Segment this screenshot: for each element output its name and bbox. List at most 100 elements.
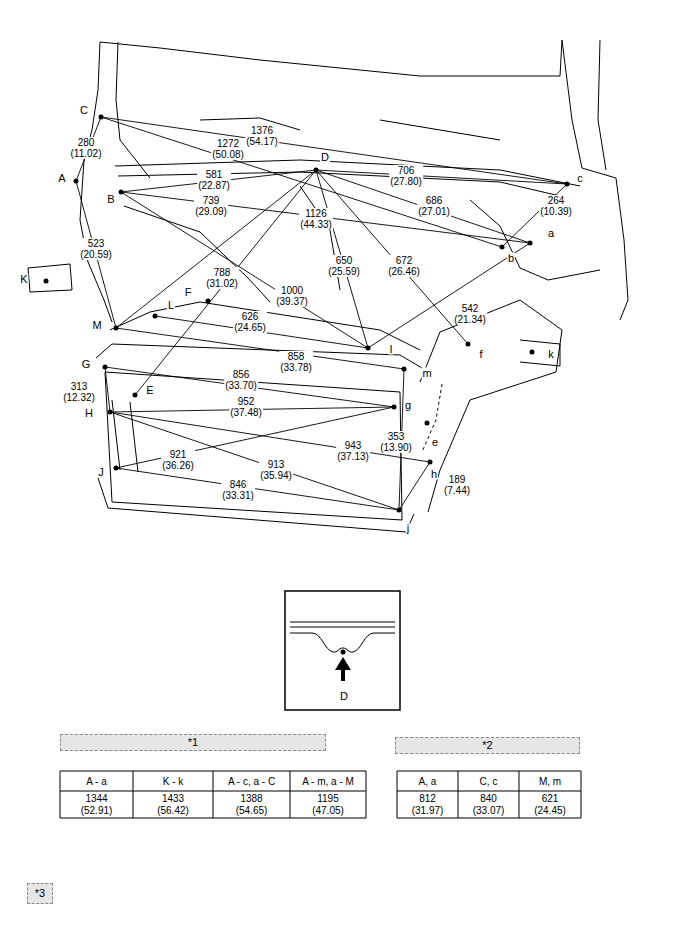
point-letter: j bbox=[406, 523, 410, 534]
arrow-head bbox=[335, 657, 351, 670]
measure-point bbox=[402, 367, 407, 372]
table-cell: 1433 (56.42) bbox=[157, 793, 189, 816]
point-letter: D bbox=[339, 691, 349, 702]
point-letter: J bbox=[97, 467, 105, 478]
table-rule bbox=[60, 771, 61, 818]
dimension-value: 280 (11.02) bbox=[70, 137, 103, 159]
dimension-line bbox=[316, 170, 468, 344]
table-rule bbox=[213, 771, 214, 818]
body-edge bbox=[100, 40, 562, 76]
table-cell: 840 (33.07) bbox=[473, 793, 505, 816]
table-cell: 1388 (54.65) bbox=[236, 793, 268, 816]
dimension-line bbox=[101, 117, 567, 184]
dimension-value: 626 (24.65) bbox=[233, 311, 267, 333]
body-edge bbox=[112, 400, 120, 470]
body-edge bbox=[562, 40, 628, 320]
measure-point bbox=[314, 168, 319, 173]
dimension-line bbox=[121, 192, 368, 348]
dimension-value: 542 (21.34) bbox=[453, 303, 487, 325]
dimension-value: 846 (33.31) bbox=[221, 479, 255, 501]
body-edge bbox=[470, 200, 600, 280]
measure-point bbox=[74, 179, 79, 184]
point-letter: c bbox=[576, 173, 584, 184]
measure-point bbox=[528, 241, 533, 246]
dimension-value: 788 (31.02) bbox=[205, 267, 239, 289]
measure-point bbox=[565, 182, 570, 187]
table-rule bbox=[397, 771, 398, 818]
point-letter: m bbox=[421, 368, 432, 379]
body-edge bbox=[116, 42, 150, 178]
point-letter: C bbox=[79, 105, 89, 116]
dimension-value: 1272 (50.08) bbox=[211, 138, 245, 160]
note-band: *3 bbox=[27, 883, 53, 904]
dimension-line bbox=[116, 468, 399, 510]
body-edge bbox=[118, 172, 560, 196]
table-rule bbox=[581, 771, 582, 818]
body-edge bbox=[598, 40, 606, 170]
measure-point bbox=[108, 410, 113, 415]
measure-point bbox=[341, 650, 346, 655]
detail-inset bbox=[285, 591, 400, 710]
note-mark: *3 bbox=[35, 888, 45, 899]
table-cell: 812 (31.97) bbox=[412, 793, 444, 816]
table-header: M, m bbox=[539, 776, 561, 787]
dimension-line bbox=[110, 412, 399, 510]
measure-point bbox=[366, 346, 371, 351]
table-rule bbox=[397, 818, 581, 819]
dimension-line bbox=[316, 170, 567, 184]
dimension-value: 952 (37.48) bbox=[229, 396, 263, 418]
panel-notch bbox=[290, 633, 395, 652]
note-band: *2 bbox=[395, 737, 580, 754]
body-edge bbox=[105, 372, 402, 520]
dimension-value: 523 (20.59) bbox=[79, 238, 113, 260]
point-letter: H bbox=[84, 408, 94, 419]
dimension-value: 672 (26.46) bbox=[387, 255, 421, 277]
table-cell: 1195 (47.05) bbox=[312, 793, 344, 816]
body-outline bbox=[28, 40, 628, 532]
point-letter: M bbox=[91, 320, 102, 331]
dimension-value: 739 (29.09) bbox=[194, 195, 228, 217]
point-letter: h bbox=[430, 469, 438, 480]
note-mark: *2 bbox=[482, 740, 492, 751]
table-cell: 621 (24.45) bbox=[534, 793, 566, 816]
body-edge bbox=[420, 300, 562, 512]
dimension-line bbox=[399, 462, 430, 510]
measure-point bbox=[397, 508, 402, 513]
dimension-line bbox=[316, 170, 368, 348]
measure-point bbox=[428, 460, 433, 465]
dimension-value: 581 (22.87) bbox=[197, 169, 231, 191]
point-letter: k bbox=[547, 349, 555, 360]
table-cell: 1344 (52.91) bbox=[81, 793, 113, 816]
measure-point bbox=[114, 326, 119, 331]
dimension-value: 686 (27.01) bbox=[417, 195, 451, 217]
dimension-line bbox=[116, 328, 404, 369]
measure-point bbox=[119, 190, 124, 195]
table-header: A - a bbox=[86, 776, 107, 787]
dimension-lines bbox=[76, 117, 567, 510]
tables bbox=[60, 771, 581, 818]
body-edge bbox=[115, 160, 580, 186]
table-rule bbox=[133, 771, 134, 818]
dimension-value: 856 (33.70) bbox=[224, 369, 258, 391]
point-letter: f bbox=[478, 349, 483, 360]
table-header: C, c bbox=[480, 776, 498, 787]
point-letter: g bbox=[404, 400, 412, 411]
panel-edge bbox=[290, 627, 395, 628]
dimension-line bbox=[135, 170, 316, 395]
dimension-value: 353 (13.90) bbox=[379, 431, 413, 453]
table-header: A - m, a - M bbox=[302, 776, 354, 787]
note-mark: *1 bbox=[188, 737, 198, 748]
point-letter: I bbox=[388, 344, 393, 355]
dimension-line bbox=[121, 192, 530, 243]
body-edge bbox=[130, 402, 138, 472]
measure-point bbox=[153, 314, 158, 319]
point-letter: a bbox=[547, 228, 555, 239]
dimension-value: 943 (37.13) bbox=[336, 440, 370, 462]
point-letter: B bbox=[106, 194, 115, 205]
measure-point bbox=[133, 393, 138, 398]
panel-edge bbox=[290, 622, 395, 623]
point-letter: E bbox=[145, 385, 154, 396]
point-letter: F bbox=[184, 287, 193, 298]
dimension-line bbox=[368, 243, 530, 348]
